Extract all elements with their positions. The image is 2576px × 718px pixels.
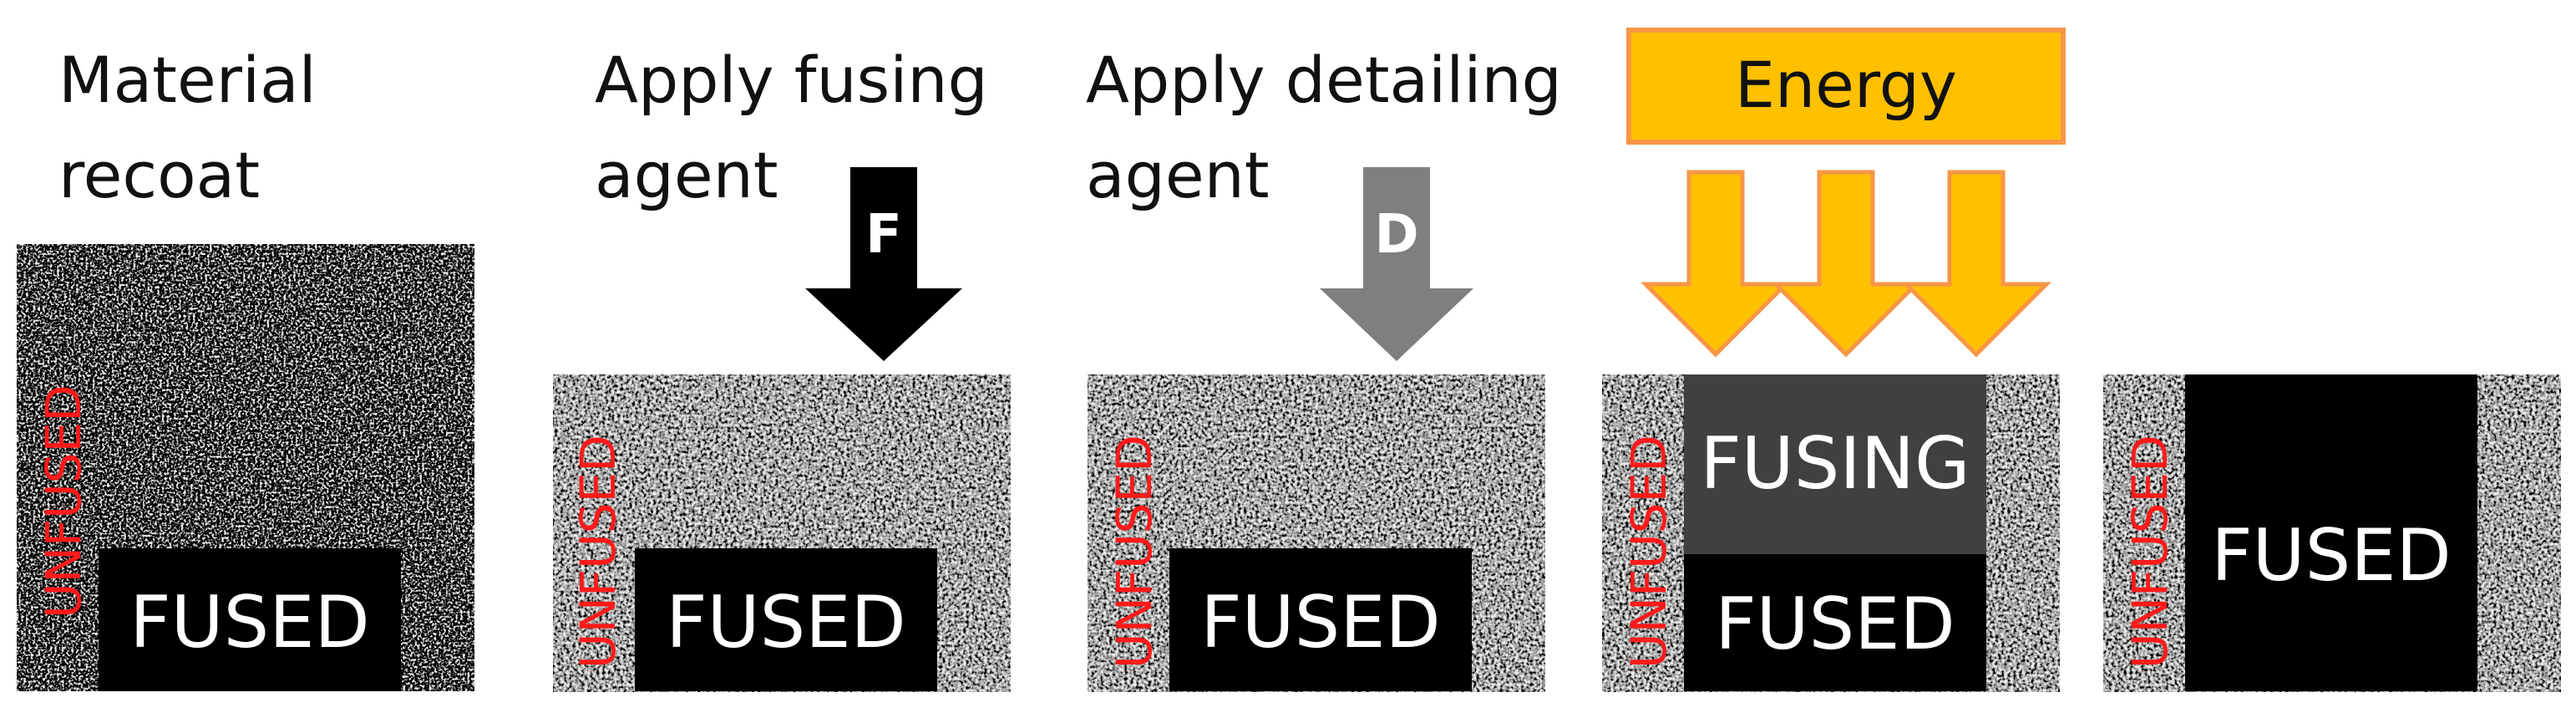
- fused-block: [1684, 554, 1986, 691]
- fused-block-label: FUSED: [1715, 583, 1955, 666]
- detailing-agent-letter: D: [1374, 204, 1418, 266]
- fused-block: [2185, 374, 2477, 691]
- unfused-label: UNFUSED: [35, 384, 92, 619]
- fusing-agent-letter: F: [865, 204, 902, 266]
- energy-box: [1626, 28, 2066, 145]
- unfused-label: UNFUSED: [1620, 435, 1677, 669]
- fused-block-label: FUSED: [666, 581, 906, 665]
- fused-block-label: FUSED: [129, 581, 370, 665]
- unfused-label: UNFUSED: [2122, 435, 2178, 669]
- detailing-agent-arrow-icon: [1320, 167, 1473, 361]
- energy-label: Energy: [1735, 48, 1957, 122]
- step-label-line-1: Apply detailing: [1086, 43, 1562, 117]
- step-label-line-2: agent: [1086, 138, 1270, 212]
- fused-block: [1169, 548, 1472, 691]
- step-label-line-2: recoat: [58, 138, 260, 212]
- fused-block-label: FUSED: [1200, 581, 1441, 665]
- unfused-label: UNFUSED: [1106, 435, 1163, 669]
- unfused-label: UNFUSED: [570, 435, 626, 669]
- fused-block: [635, 548, 937, 691]
- step-label-line-1: Material: [58, 43, 317, 117]
- fused-block-label: FUSED: [2211, 514, 2452, 598]
- fusing-block-label: FUSING: [1700, 422, 1970, 506]
- step-apply-energy: Energy FUSING FUSED UNFUSED: [1602, 28, 2066, 692]
- fusing-agent-arrow-icon: [805, 167, 962, 361]
- energy-arrow-icon: [1640, 170, 1792, 358]
- step-label-line-2: agent: [595, 138, 778, 212]
- step-result: FUSED UNFUSED: [2103, 374, 2561, 692]
- energy-arrow-icon: [1770, 170, 1922, 358]
- energy-arrow-icon: [1900, 170, 2052, 358]
- step-material-recoat: Material recoat FUSED UNFUSED: [17, 43, 474, 691]
- fusing-block: [1684, 374, 1986, 554]
- step-apply-fusing-agent: Apply fusing agent F FUSED UNFUSED: [553, 43, 1011, 692]
- step-apply-detailing-agent: Apply detailing agent D FUSED UNFUSED: [1086, 43, 1562, 692]
- step-label-line-1: Apply fusing: [595, 43, 988, 117]
- fused-block: [99, 548, 401, 691]
